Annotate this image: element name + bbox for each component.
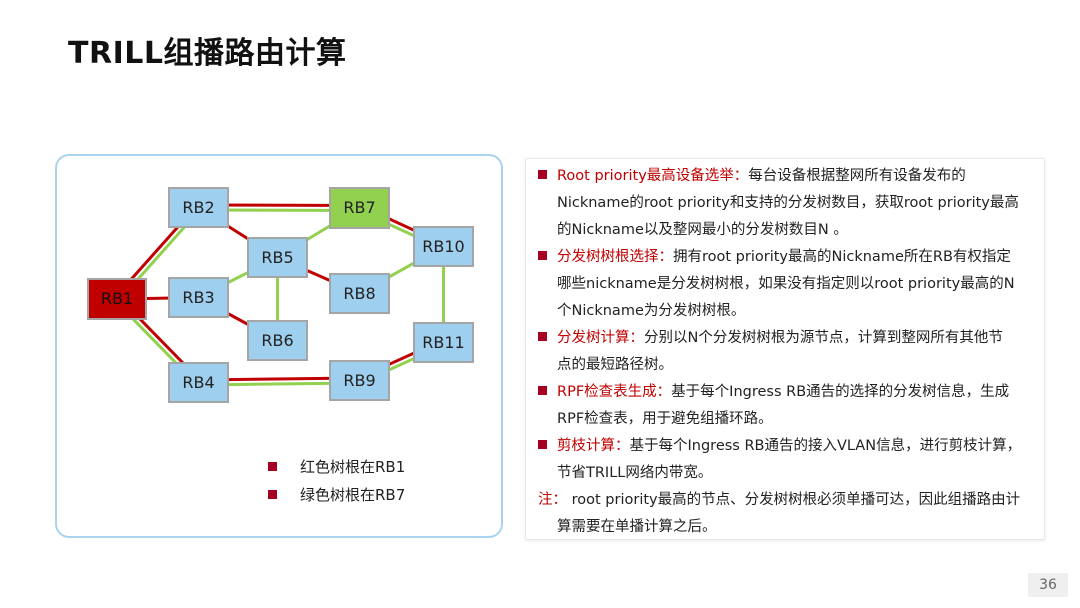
note-head: 注：: [538, 492, 567, 508]
node-rb9: RB9: [329, 360, 390, 401]
bullet-head: RPF检查表生成：: [557, 384, 672, 400]
bullet-head: 剪枝计算：: [557, 438, 630, 454]
bullet-tree-root-selection: 分发树树根选择：拥有root priority最高的Nickname所在RB有权…: [538, 244, 1038, 325]
node-rb10: RB10: [413, 226, 474, 267]
node-rb5: RB5: [247, 237, 308, 278]
node-rb2: RB2: [168, 187, 229, 228]
node-rb7: RB7: [329, 187, 390, 229]
bullet-text: 拥有root priority最高的Nickname所在RB有权指定: [673, 249, 1011, 265]
node-rb11: RB11: [413, 322, 474, 363]
bullet-text: 个Nickname为分发树树根。: [557, 303, 746, 319]
bullet-text: 分别以N个分发树树根为源节点，计算到整网所有其他节: [644, 330, 1003, 346]
bullet-text: 的Nickname以及整网最小的分发树数目N 。: [557, 222, 848, 238]
bullet-text: 哪些nickname是分发树树根，如果没有指定则以root priority最高…: [557, 276, 1015, 292]
bullet-pruning: 剪枝计算：基于每个Ingress RB通告的接入VLAN信息，进行剪枝计算， 节…: [538, 433, 1038, 487]
bullet-text: RPF检查表，用于避免组播环路。: [557, 411, 773, 427]
legend-red-square: [268, 462, 277, 471]
node-rb1: RB1: [87, 278, 147, 320]
legend-green-square: [268, 490, 277, 499]
note-text: 算需要在单播计算之后。: [557, 519, 717, 535]
bullet-text: 点的最短路径树。: [557, 357, 673, 373]
node-rb8: RB8: [329, 273, 390, 314]
bullet-square: [538, 332, 547, 341]
bullet-text: 节省TRILL网络内带宽。: [557, 465, 713, 481]
bullet-square: [538, 386, 547, 395]
bullet-head: 分发树树根选择：: [557, 249, 673, 265]
bullet-head: Root priority最高设备选举：: [557, 168, 749, 184]
bullet-text: 基于每个Ingress RB通告的接入VLAN信息，进行剪枝计算，: [629, 438, 1022, 454]
bullet-root-priority: Root priority最高设备选举：每台设备根据整网所有设备发布的 Nick…: [538, 163, 1038, 244]
text-panel: [525, 158, 1045, 540]
bullet-text: Nickname的root priority和支持的分发树数目，获取root p…: [557, 195, 1019, 211]
note-text: root priority最高的节点、分发树树根必须单播可达，因此组播路由计: [567, 492, 1021, 508]
page-number: 36: [1028, 573, 1068, 597]
legend-red-label: 红色树根在RB1: [300, 458, 406, 476]
bullet-square: [538, 440, 547, 449]
bullet-tree-calculation: 分发树计算：分别以N个分发树树根为源节点，计算到整网所有其他节 点的最短路径树。: [538, 325, 1038, 379]
bullet-text: 每台设备根据整网所有设备发布的: [748, 168, 966, 184]
note: 注： root priority最高的节点、分发树树根必须单播可达，因此组播路由…: [538, 487, 1038, 541]
bullet-rpf-table: RPF检查表生成：基于每个Ingress RB通告的选择的分发树信息，生成 RP…: [538, 379, 1038, 433]
bullet-square: [538, 170, 547, 179]
page-title: TRILL组播路由计算: [68, 36, 347, 71]
node-rb3: RB3: [168, 277, 229, 318]
bullet-square: [538, 251, 547, 260]
legend-green-label: 绿色树根在RB7: [300, 486, 406, 504]
node-rb4: RB4: [168, 362, 229, 403]
bullet-head: 分发树计算：: [557, 330, 644, 346]
node-rb6: RB6: [247, 320, 308, 361]
bullet-text: 基于每个Ingress RB通告的选择的分发树信息，生成: [671, 384, 1010, 400]
